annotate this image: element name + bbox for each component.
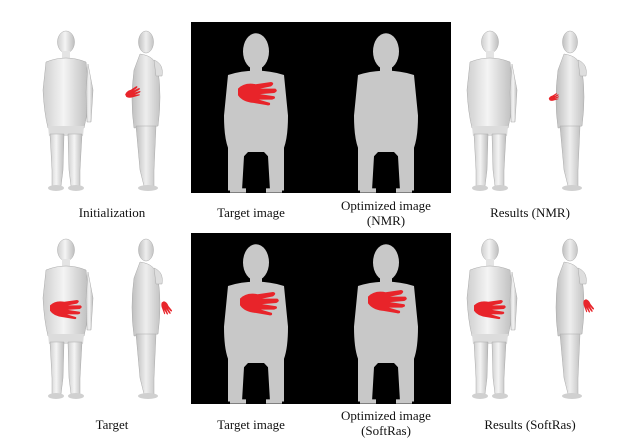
caption-row1-optimized-image: Optimized image (NMR) (341, 198, 431, 228)
row1-target-image-panel (191, 22, 321, 193)
row2-target-image-panel (191, 233, 321, 404)
row2-results-front (466, 238, 518, 400)
row2-optimized-image-panel (321, 233, 451, 404)
caption-initialization: Initialization (78, 205, 146, 220)
row2-target-side (131, 238, 174, 400)
row1-initialization-front (42, 30, 94, 192)
caption-results-nmr: Results (NMR) (490, 205, 570, 220)
row2-results-side (555, 238, 596, 400)
row1-results-side (548, 30, 587, 192)
caption-target: Target (95, 417, 129, 432)
row2-target-front (42, 238, 94, 400)
row1-initialization-side (124, 30, 163, 192)
row1-results-front (466, 30, 518, 192)
caption-row2-target-image: Target image (217, 417, 285, 432)
caption-row2-optimized-image: Optimized image (SoftRas) (341, 408, 431, 438)
caption-row1-target-image: Target image (217, 205, 285, 220)
row1-optimized-image-panel (321, 22, 451, 193)
caption-results-softras: Results (SoftRas) (484, 417, 576, 432)
row2-target-side-hand (158, 300, 174, 317)
